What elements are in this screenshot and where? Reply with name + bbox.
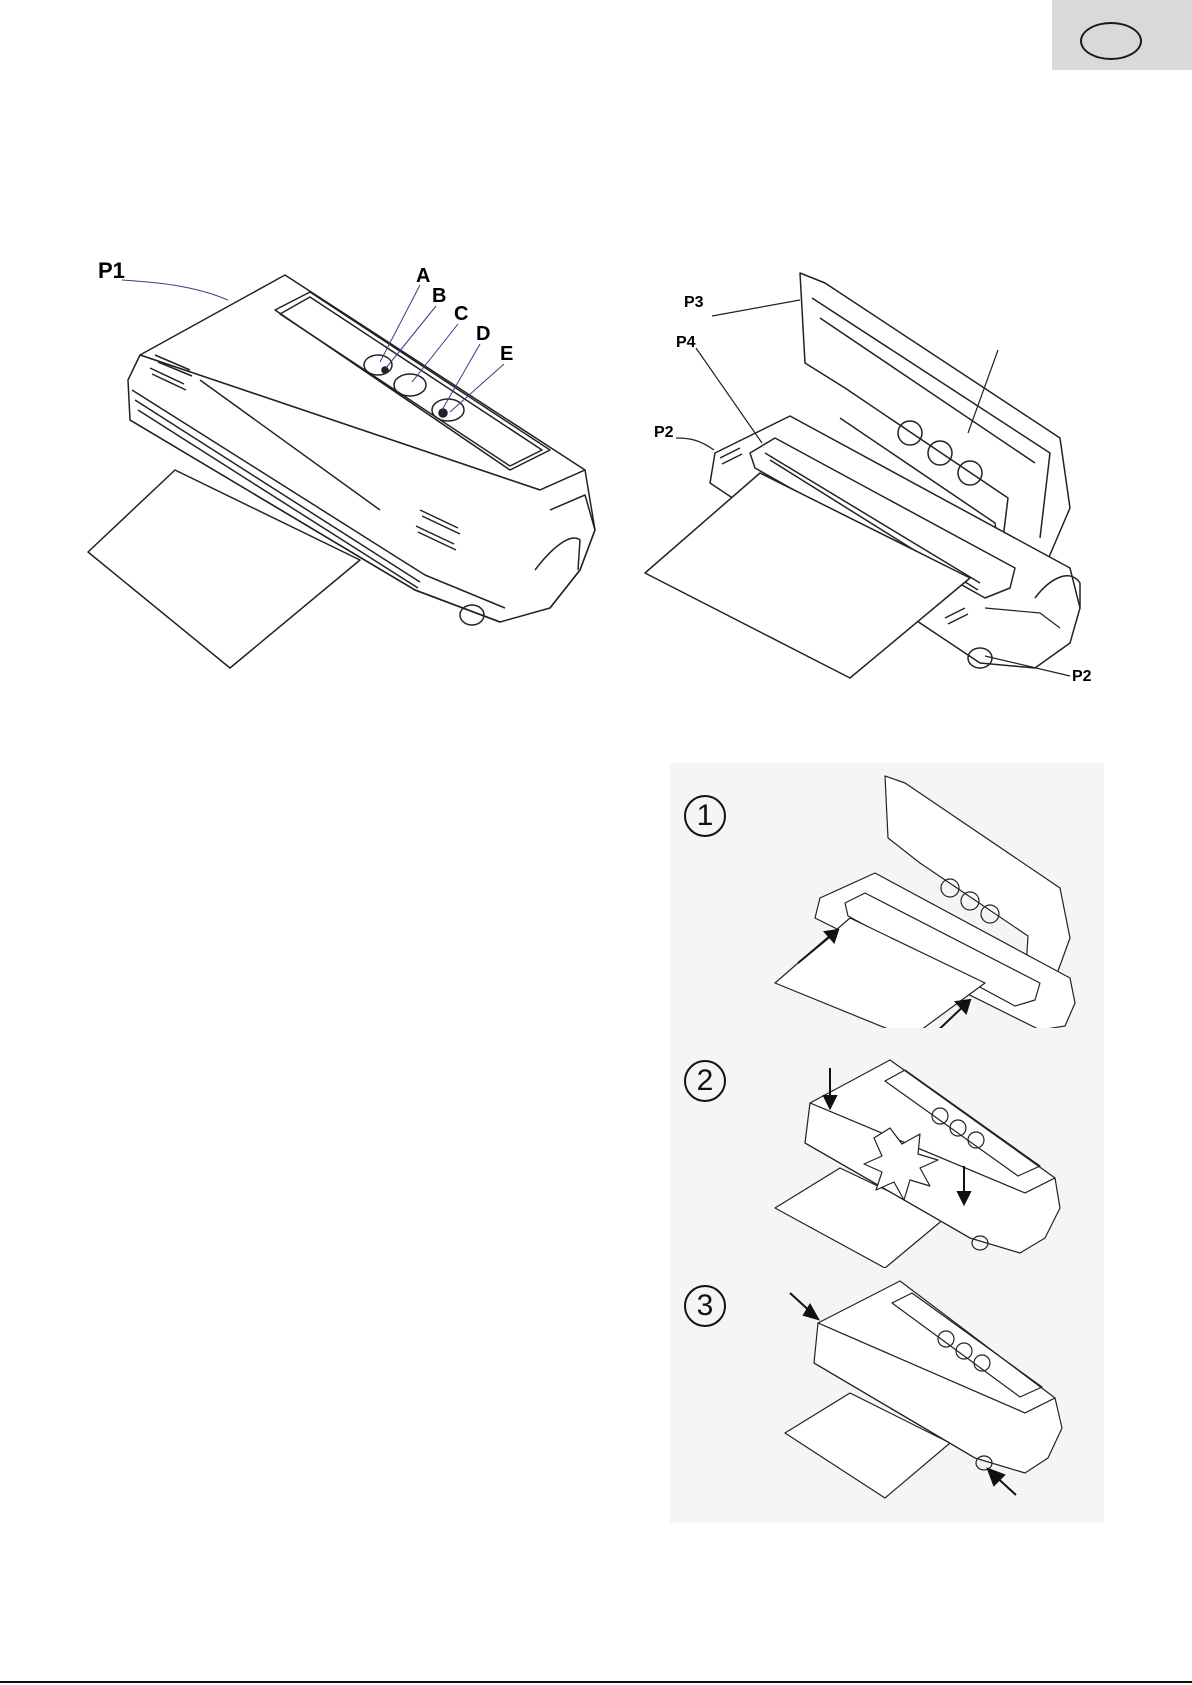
open-sealer-drawing (640, 268, 1100, 708)
label-p1: P1 (98, 258, 125, 284)
label-p2-left: P2 (654, 424, 674, 442)
step-number-2: 2 (684, 1060, 726, 1102)
label-p3: P3 (684, 294, 704, 312)
bottom-rule (0, 1681, 1192, 1683)
label-p2-right: P2 (1072, 668, 1092, 686)
closed-sealer-drawing (80, 270, 620, 670)
label-a: A (416, 265, 430, 288)
step-number-3: 3 (684, 1285, 726, 1327)
step-number-1: 1 (684, 795, 726, 837)
label-e: E (500, 343, 513, 366)
label-d: D (476, 323, 490, 346)
figure-open-sealer: P3 P4 P2 P2 (640, 268, 1100, 708)
step-2-illustration (770, 1048, 1070, 1268)
label-c: C (454, 303, 468, 326)
language-oval (1080, 22, 1142, 60)
steps-panel: 1 2 3 (670, 763, 1104, 1523)
step-1-illustration (770, 768, 1090, 1028)
language-tab (1052, 0, 1192, 70)
step-3-illustration (770, 1273, 1070, 1503)
label-b: B (432, 285, 446, 308)
figure-closed-sealer: P1 A B C D E (80, 270, 620, 670)
label-p4: P4 (676, 334, 696, 352)
